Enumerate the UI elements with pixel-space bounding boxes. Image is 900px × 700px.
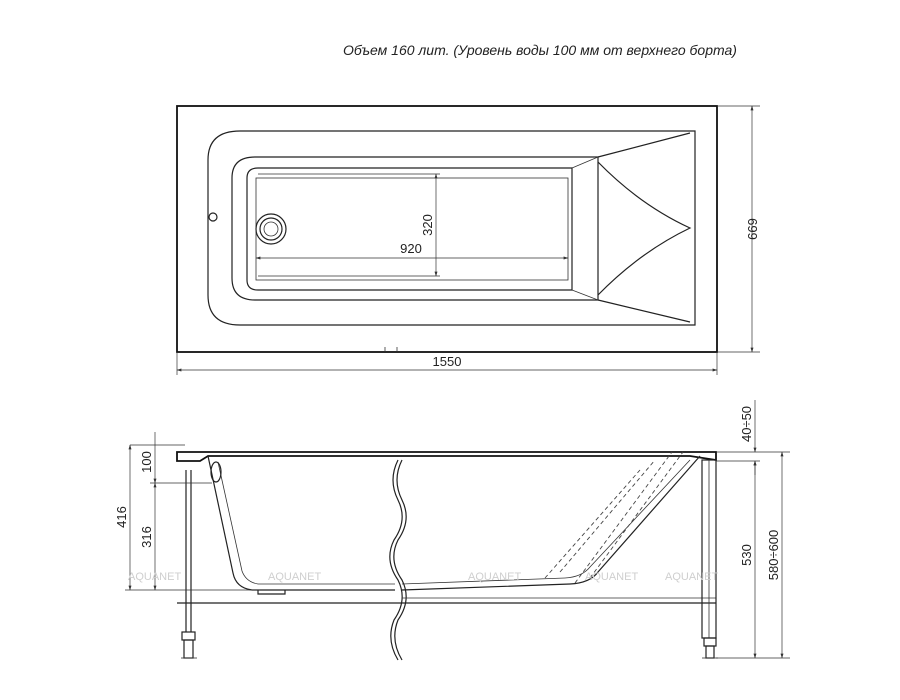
top-view-backrest (597, 132, 692, 323)
side-overflow-icon (210, 461, 222, 483)
inner-width-label: 320 (420, 214, 435, 236)
drain-height-label: 316 (139, 526, 154, 548)
inner-length-label: 920 (400, 241, 422, 256)
top-view-bottom (246, 167, 573, 291)
water-level-label: 100 (139, 451, 154, 473)
side-drain-icon (257, 590, 286, 595)
depth-label: 530 (739, 544, 754, 566)
side-view-left-wall (207, 455, 395, 591)
side-view: 100 316 416 40÷50 530 580÷600 (114, 400, 790, 661)
watermark: AQUANET (128, 571, 181, 583)
side-view-rim (176, 451, 717, 462)
top-view-bottom-flat (255, 177, 569, 281)
top-view-outer-rim (176, 105, 718, 353)
rim-height-label: 40÷50 (739, 406, 754, 442)
drawing-title: Объем 160 лит. (Уровень воды 100 мм от в… (343, 42, 737, 58)
top-view-bowl (231, 156, 599, 301)
drain-hole-icon (255, 213, 287, 245)
overflow-height-label: 416 (114, 506, 129, 528)
right-leg (702, 637, 718, 659)
break-line (389, 459, 403, 661)
backrest-dashed (544, 451, 684, 584)
top-view-inner-rim (207, 130, 696, 326)
top-view: 320 920 699 1550 (176, 105, 760, 375)
watermark: AQUANET (665, 571, 718, 583)
watermark: AQUANET (468, 571, 521, 583)
watermark: AQUANET (268, 571, 321, 583)
watermark-row: AQUANET AQUANET AQUANET AQUANET AQUANET (128, 571, 718, 583)
left-leg (181, 470, 197, 659)
overflow-hole-icon (208, 212, 218, 222)
width-label: 699 (745, 218, 760, 240)
watermark: AQUANET (585, 571, 638, 583)
total-height-label: 580÷600 (766, 530, 781, 581)
length-label: 1550 (433, 354, 462, 369)
